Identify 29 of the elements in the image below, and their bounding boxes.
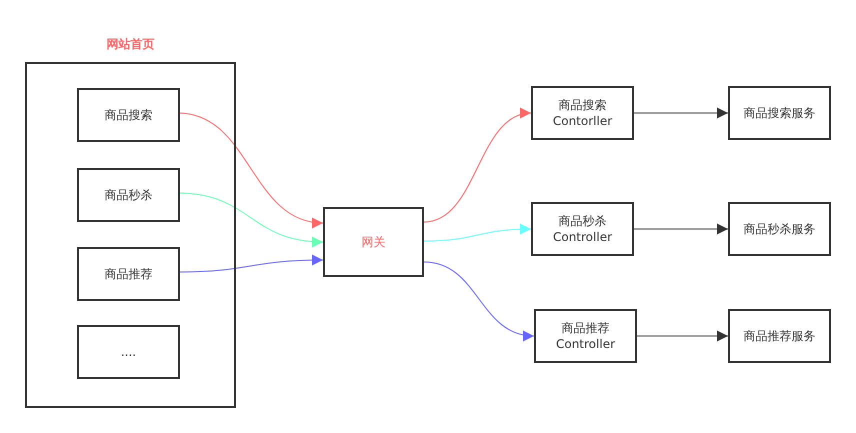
box-label: ....	[120, 344, 136, 360]
box-label: 商品推荐	[104, 266, 152, 282]
box-label: 商品推荐 Controller	[554, 320, 616, 352]
arrow	[424, 224, 532, 242]
box-label: 商品搜索服务	[744, 105, 816, 121]
box-label: 网关	[362, 234, 386, 250]
box-label: 商品推荐服务	[744, 328, 816, 344]
module-box	[77, 88, 180, 142]
controller-box	[531, 202, 634, 256]
module-box	[77, 325, 180, 379]
arrow	[637, 330, 728, 342]
controller-box	[531, 86, 634, 140]
gateway-box	[323, 207, 424, 277]
service-box	[728, 309, 831, 363]
box-label: 商品搜索	[104, 107, 152, 123]
module-box	[77, 168, 180, 222]
group-heading: 网站首页	[106, 36, 156, 52]
arrow	[634, 224, 728, 234]
arrow	[424, 109, 532, 222]
service-box	[728, 202, 831, 256]
box-label: 商品秒杀服务	[744, 221, 816, 237]
box-label: 商品搜索 Contorller	[552, 97, 614, 129]
arrow	[634, 108, 728, 118]
controller-box	[534, 309, 637, 363]
arrow	[424, 262, 534, 340]
box-label: 商品秒杀	[104, 187, 152, 203]
module-box	[77, 247, 180, 301]
service-box	[728, 86, 831, 140]
box-label: 商品秒杀 Controller	[552, 213, 614, 245]
